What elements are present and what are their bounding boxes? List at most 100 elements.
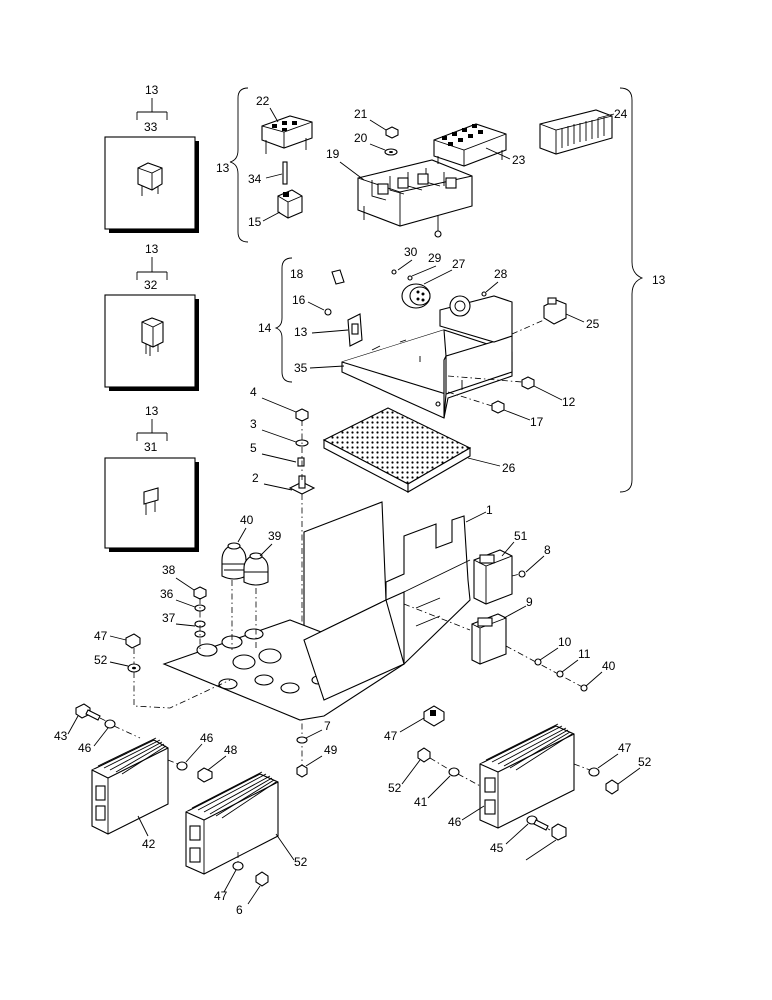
part-30-screw: 30 xyxy=(391,245,418,275)
part-52-washer-bottom: 47 xyxy=(214,852,244,903)
callout-6: 7 xyxy=(324,719,331,733)
detail-box-32: 13 32 xyxy=(104,242,199,391)
callout-13: 14 xyxy=(258,321,272,335)
part-16-screw: 16 xyxy=(292,293,332,316)
bracket-right-assembly xyxy=(619,87,644,493)
callout-47: 47 xyxy=(94,629,108,643)
callout-24: 24 xyxy=(614,107,628,121)
part-50-module: 51 xyxy=(473,529,528,605)
callout-2: 2 xyxy=(252,471,259,485)
part-4-nut: 4 xyxy=(250,385,309,422)
part-42-ecu: 52 xyxy=(185,771,308,875)
callout-52: 41 xyxy=(414,795,428,809)
callout-52: 45 xyxy=(490,841,504,855)
part-52-washer-right: 41 xyxy=(414,757,485,809)
callout-17: 17 xyxy=(530,415,544,429)
callout-13: 13 xyxy=(652,273,666,287)
part-20-washer: 20 xyxy=(354,131,398,156)
callout-18: 18 xyxy=(290,267,304,281)
part-37-washer: 37 xyxy=(162,598,206,650)
part-47-nut-right: 52 xyxy=(388,747,431,795)
part-2-stud-bracket: 2 xyxy=(252,471,316,495)
callout-5: 5 xyxy=(250,441,257,455)
callout-23: 23 xyxy=(512,153,526,167)
part-5-screw: 5 xyxy=(250,441,305,467)
part-44-ecu: 42 xyxy=(91,737,169,851)
callout-30: 30 xyxy=(404,245,418,259)
callout-9: 10 xyxy=(558,635,572,649)
part-18-clip: 18 xyxy=(290,267,345,285)
part-17-nut: 17 xyxy=(447,391,544,429)
part-26-mat: 26 xyxy=(322,407,516,493)
callout-11: 40 xyxy=(602,659,616,673)
callout-19: 19 xyxy=(326,147,340,161)
callout-47: 52 xyxy=(388,781,402,795)
detail-box-33: 13 33 xyxy=(104,83,199,233)
callout-52: 47 xyxy=(214,889,228,903)
callout-16: 16 xyxy=(292,293,306,307)
callout-40: 40 xyxy=(240,513,254,527)
bracket-mid-assembly xyxy=(274,257,293,383)
part-46-washer-a: 46 xyxy=(78,717,141,755)
callout-15: 15 xyxy=(248,215,262,229)
part-46-washer-b: 46 xyxy=(167,731,214,771)
callout-35: 13 xyxy=(294,325,308,339)
part-22-fuse-holder: 22 xyxy=(256,94,313,154)
callout-46: 46 xyxy=(200,731,214,745)
detail-box-31: 13 31 xyxy=(104,404,199,552)
part-51-screw: 8 xyxy=(511,543,551,578)
callout-13: 13 xyxy=(145,404,159,418)
part-28-screw: 28 xyxy=(481,267,508,297)
callout-43: 43 xyxy=(54,729,68,743)
part-47-nut-left: 47 xyxy=(94,629,141,649)
callout-38: 38 xyxy=(162,563,176,577)
callout-32: 32 xyxy=(144,278,158,292)
part-45-bolt xyxy=(525,819,567,861)
callout-7: 49 xyxy=(324,743,338,757)
callout-52: 52 xyxy=(94,653,108,667)
part-35-bracket: 13 xyxy=(294,313,363,347)
callout-44: 42 xyxy=(142,837,156,851)
callout-48: 48 xyxy=(224,743,238,757)
part-24-fuse-strip: 24 xyxy=(539,107,628,155)
bracket-top-assembly xyxy=(229,87,249,243)
part-7-nut: 49 xyxy=(296,743,338,778)
callout-29: 29 xyxy=(428,251,442,265)
callout-41: 46 xyxy=(448,815,462,829)
callout-3: 3 xyxy=(250,417,257,431)
callout-14: 35 xyxy=(294,361,308,375)
part-47-nut-far-right: 52 xyxy=(605,755,652,795)
part-34-pin: 34 xyxy=(248,161,288,186)
callout-36: 36 xyxy=(160,587,174,601)
callout-27: 27 xyxy=(452,257,466,271)
callout-13: 13 xyxy=(145,83,159,97)
part-19-relay-base: 19 xyxy=(326,147,473,238)
callout-20: 20 xyxy=(354,131,368,145)
part-52-washer-left: 52 xyxy=(94,648,231,709)
part-21-nut: 21 xyxy=(354,107,399,139)
part-48-nut: 48 xyxy=(197,743,238,783)
part-46-washer-c: 47 xyxy=(573,741,632,777)
callout-34: 34 xyxy=(248,172,262,186)
callout-31: 31 xyxy=(144,440,158,454)
callout-4: 4 xyxy=(250,385,257,399)
part-38-nut: 38 xyxy=(162,563,207,600)
callout-51: 8 xyxy=(544,543,551,557)
callout-26: 26 xyxy=(502,461,516,475)
part-25-switch: 25 xyxy=(511,297,600,335)
callout-1: 1 xyxy=(486,503,493,517)
callout-50: 51 xyxy=(514,529,528,543)
part-14-tray: 35 xyxy=(294,295,513,419)
part-23-fuse-holder: 23 xyxy=(433,123,526,167)
callout-21: 21 xyxy=(354,107,368,121)
part-8-module: 9 xyxy=(471,595,533,665)
callout-49: 47 xyxy=(384,729,398,743)
part-39-mount: 39 xyxy=(243,529,282,650)
callout-46: 46 xyxy=(78,741,92,755)
callout-47: 52 xyxy=(638,755,652,769)
part-47-nut-bottom: 6 xyxy=(236,871,269,917)
part-15-block: 15 xyxy=(248,189,303,229)
part-43-bolt: 43 xyxy=(54,703,101,743)
